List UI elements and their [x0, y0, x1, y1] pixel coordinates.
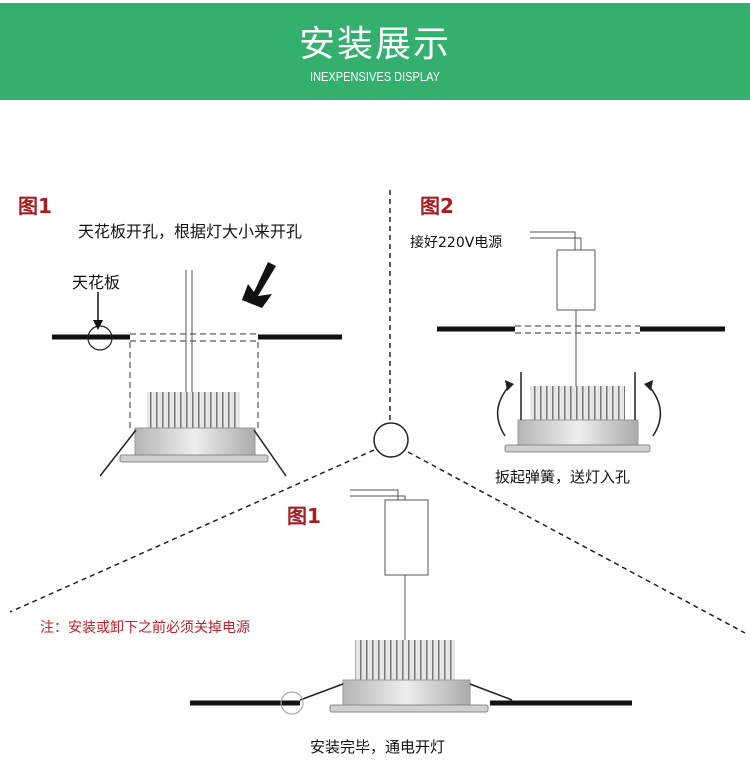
ceiling-pointer-arrow-icon [93, 292, 103, 330]
safety-note: 注：安装或卸下之前必须关掉电源 [40, 620, 250, 636]
driver-box [556, 249, 596, 311]
center-circle [373, 422, 409, 458]
ceiling-label: 天花板 [72, 273, 121, 292]
figure2-drawing [437, 231, 725, 453]
section-header: 安装展示 INEXPENSIVES DISPLAY [0, 3, 750, 100]
figure1-label: 图1 [18, 194, 52, 218]
ceiling-marker-circle [280, 691, 304, 715]
figure3-drawing [190, 489, 632, 715]
section-title: 安装展示 [298, 24, 451, 65]
section-subtitle: INEXPENSIVES DISPLAY [310, 69, 440, 84]
driver-box [384, 499, 429, 576]
figure2-label: 图2 [420, 194, 454, 218]
power-label: 接好220V电源 [410, 235, 503, 251]
figure2-caption: 扳起弹簧，送灯入孔 [495, 468, 631, 486]
figure3-caption: 安装完毕，通电开灯 [310, 738, 446, 756]
figure3-label: 图1 [287, 504, 321, 528]
figure1-drawing [52, 262, 342, 477]
divider-lines [9, 190, 746, 634]
spring-arrow-right-icon [644, 380, 662, 437]
figure1-caption: 天花板开孔，根据灯大小来开孔 [78, 222, 303, 241]
hole-arrow-icon [242, 262, 276, 308]
spring-arrow-left-icon [496, 380, 514, 437]
